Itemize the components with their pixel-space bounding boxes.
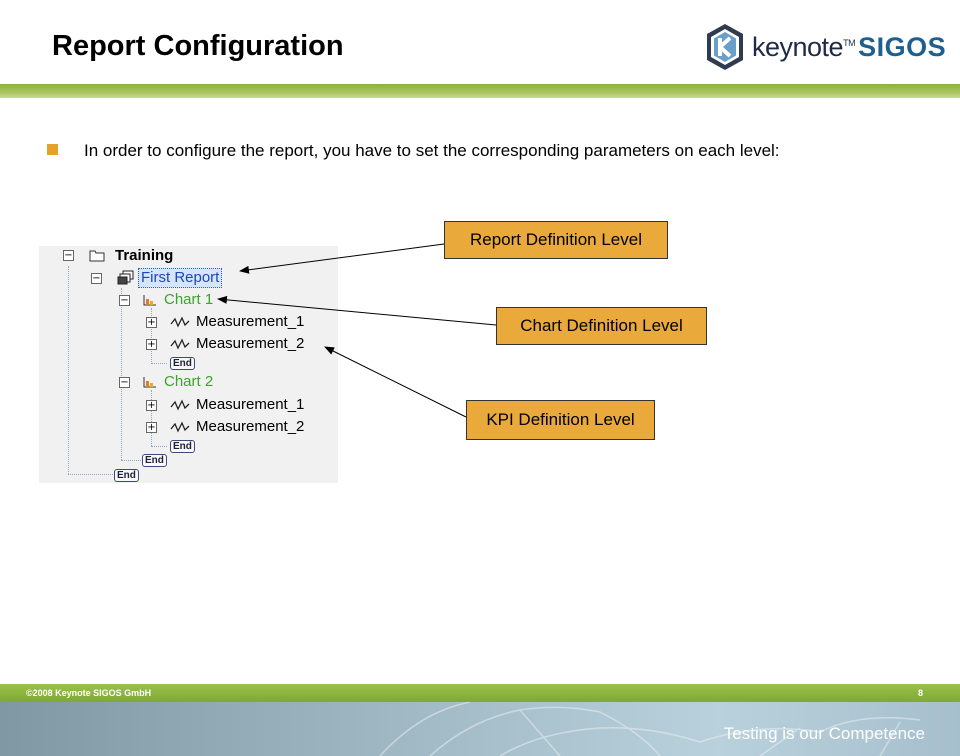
tree-line xyxy=(121,460,149,461)
tree-end-tag: End xyxy=(170,440,195,453)
report-tree-view: − Training − First Report − Chart 1 + Me… xyxy=(39,246,338,483)
chart-definition-level-label: Chart Definition Level xyxy=(496,307,707,345)
chart-icon xyxy=(143,295,156,306)
footer-accent-bar xyxy=(0,684,960,702)
report-windows-icon xyxy=(117,270,134,285)
tree-node-report[interactable]: First Report xyxy=(138,268,223,288)
tree-node-measurement[interactable]: Measurement_1 xyxy=(196,396,305,413)
expand-toggle-icon[interactable]: + xyxy=(146,400,157,411)
header-accent-bar xyxy=(0,84,960,98)
logo-keynote-text: keynote xyxy=(752,32,844,62)
page-number: 8 xyxy=(918,688,924,698)
bullet-square-icon xyxy=(47,144,58,155)
tree-end-tag: End xyxy=(142,454,167,467)
kpi-definition-level-label: KPI Definition Level xyxy=(466,400,655,440)
tree-end-tag: End xyxy=(114,469,139,482)
expand-toggle-icon[interactable]: + xyxy=(146,339,157,350)
arrow-chart-level xyxy=(217,295,497,326)
expand-toggle-icon[interactable]: + xyxy=(146,317,157,328)
measurement-wave-icon xyxy=(170,421,190,433)
tree-node-chart-1[interactable]: Chart 1 xyxy=(164,291,214,308)
collapse-toggle-icon[interactable]: − xyxy=(119,295,130,306)
footer-globe-pattern xyxy=(379,702,921,756)
copyright-text: ©2008 Keynote SIGOS GmbH xyxy=(26,688,152,698)
arrow-kpi-level xyxy=(324,346,467,418)
footer-tagline: Testing is our Competence xyxy=(723,724,925,743)
expand-toggle-icon[interactable]: + xyxy=(146,422,157,433)
tree-node-measurement[interactable]: Measurement_2 xyxy=(196,418,305,435)
tree-line xyxy=(68,266,69,474)
tree-node-measurement[interactable]: Measurement_2 xyxy=(196,335,305,352)
tree-line xyxy=(151,390,152,446)
keynote-k-logo-icon xyxy=(707,24,743,70)
tree-line xyxy=(121,288,122,460)
report-definition-level-label: Report Definition Level xyxy=(444,221,668,259)
tree-line xyxy=(151,446,167,447)
measurement-wave-icon xyxy=(170,399,190,411)
footer-background xyxy=(0,702,960,756)
tree-line xyxy=(68,474,113,475)
tree-line xyxy=(151,308,152,364)
chart-icon xyxy=(143,377,156,388)
collapse-toggle-icon[interactable]: − xyxy=(91,273,102,284)
logo-sigos-text: SIGOS xyxy=(858,32,947,62)
collapse-toggle-icon[interactable]: − xyxy=(63,250,74,261)
measurement-wave-icon xyxy=(170,338,190,350)
tree-line xyxy=(151,363,167,364)
bullet-text: In order to configure the report, you ha… xyxy=(84,141,780,160)
arrow-report-level xyxy=(239,243,445,274)
slide-title: Report Configuration xyxy=(52,30,344,62)
tree-node-chart-2[interactable]: Chart 2 xyxy=(164,373,214,390)
collapse-toggle-icon[interactable]: − xyxy=(119,377,130,388)
measurement-wave-icon xyxy=(170,316,190,328)
tree-node-measurement[interactable]: Measurement_1 xyxy=(196,313,305,330)
folder-icon xyxy=(89,250,105,262)
logo-tm: TM xyxy=(843,38,856,48)
tree-end-tag: End xyxy=(170,357,195,370)
tree-node-root[interactable]: Training xyxy=(115,247,174,264)
